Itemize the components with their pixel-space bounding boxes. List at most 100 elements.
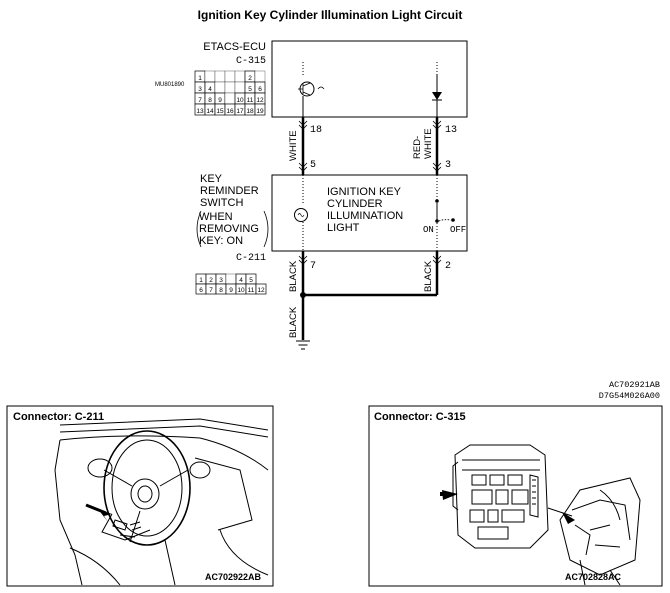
c315-pin-number: 9 [218, 97, 222, 104]
etacs-part-code: MU801890 [155, 82, 185, 88]
c211-pin-number: 2 [209, 277, 213, 284]
connector-chevron [298, 120, 308, 130]
c315-pin-number: 2 [248, 75, 252, 82]
c211-pin-number: 8 [219, 287, 223, 294]
diagram-title: Ignition Key Cylinder Illumination Light… [198, 8, 463, 22]
wire-color-label: WHITE [423, 128, 434, 159]
switch-contact [435, 199, 439, 203]
c315-pin-cell [234, 70, 246, 83]
switch-label-line: REMINDER [200, 185, 259, 197]
switch-note-line: REMOVING [199, 223, 259, 235]
connector-c315-title: Connector: C-315 [374, 411, 466, 423]
c315-pin-cell [214, 70, 226, 83]
c315-pin-cell [224, 81, 236, 94]
switch-label-line: SWITCH [200, 197, 243, 209]
switch-on-label: ON [423, 225, 434, 235]
c315-pin-number: 18 [246, 108, 254, 115]
connector-chevron [432, 162, 442, 172]
location-arrow-icon [562, 512, 575, 524]
c211-pin-number: 9 [229, 287, 233, 294]
pin-label: 5 [310, 160, 316, 171]
panel-figure-code: AC702828AC [565, 572, 622, 582]
switch-off-arc [438, 219, 452, 222]
c211-pin-number: 12 [257, 287, 265, 294]
etacs-ecu-label: ETACS-ECU [203, 41, 266, 53]
pin-label: 13 [445, 125, 457, 136]
c315-pin-cell [254, 103, 266, 116]
pin-label: 18 [310, 125, 322, 136]
c315-pin-number: 12 [256, 97, 264, 104]
etacs-ecu-illustration [452, 444, 641, 586]
c315-pin-number: 3 [198, 86, 202, 93]
wire-color-label: BLACK [288, 260, 299, 292]
pin-label: 2 [445, 261, 451, 272]
switch-note-line: KEY: ON [199, 235, 243, 247]
light-label-line: IGNITION KEY [327, 186, 402, 198]
c211-pin-number: 6 [199, 287, 203, 294]
connector-chevron [298, 162, 308, 172]
connector-chevron [298, 255, 308, 265]
c315-pin-number: 17 [236, 108, 244, 115]
c315-pin-number: 11 [247, 97, 254, 104]
c211-pin-cell [225, 273, 237, 285]
connector-chevron [432, 120, 442, 130]
c315-pin-number: 7 [198, 97, 202, 104]
c315-pin-cell [234, 81, 246, 94]
c211-pin-number: 7 [209, 287, 213, 294]
light-label-line: LIGHT [327, 222, 360, 234]
connector-c211-panel [6, 405, 274, 587]
c315-pin-cell [224, 70, 236, 83]
wire-color-label: RED- [412, 136, 423, 159]
note-bracket-left [196, 210, 202, 248]
c315-pin-number: 15 [216, 108, 224, 115]
note-bracket-right [263, 210, 269, 248]
c315-pin-cell [204, 70, 216, 83]
wire-color-label: WHITE [288, 130, 299, 161]
pin-label: 7 [310, 261, 316, 272]
c315-pin-cell [224, 92, 236, 105]
switch-label-line: KEY [200, 173, 223, 185]
c315-pin-number: 6 [258, 86, 262, 93]
location-arrow-icon [85, 503, 107, 515]
c315-pin-number: 13 [196, 108, 204, 115]
light-label-line: CYLINDER [327, 198, 383, 210]
figure-code: AC702921AB [609, 380, 660, 390]
light-label-line: ILLUMINATION [327, 210, 403, 222]
wire-color-label: BLACK [288, 306, 299, 338]
c211-pin-number: 11 [248, 287, 255, 294]
pin-label: 3 [445, 160, 451, 171]
c315-pin-number: 8 [208, 97, 212, 104]
c211-pin-number: 5 [249, 277, 253, 284]
c315-pin-number: 14 [206, 108, 214, 115]
switch-note-line: WHEN [199, 211, 233, 223]
connector-chevron [432, 255, 442, 265]
c315-pin-cell [214, 81, 226, 94]
c211-pin-number: 10 [237, 287, 245, 294]
lamp-filament-icon [297, 213, 305, 217]
switch-off-label: OFF [450, 225, 466, 235]
switch-connector-label: C-211 [236, 253, 266, 264]
c211-pin-number: 1 [199, 277, 203, 284]
c211-pin-cell [255, 283, 267, 295]
switch-contact [435, 219, 439, 223]
transistor-leads-icon [298, 82, 311, 96]
connector-c211-title: Connector: C-211 [13, 411, 104, 423]
switch-contact [451, 218, 455, 222]
c211-pin-number: 3 [219, 277, 223, 284]
c315-pin-cell [254, 70, 266, 83]
c315-pin-number: 4 [208, 86, 212, 93]
panel-figure-code: AC702922AB [205, 572, 262, 582]
wire-color-label: BLACK [423, 260, 434, 292]
switch-box [271, 174, 468, 252]
c315-pin-number: 5 [248, 86, 252, 93]
lamp-icon [294, 208, 308, 222]
c315-pin-number: 16 [226, 108, 234, 115]
etacs-ecu-box [271, 40, 468, 118]
etacs-connector-label: C-315 [236, 56, 266, 67]
c315-pin-number: 10 [236, 97, 244, 104]
figure-code: D7G54M026A00 [599, 391, 660, 401]
transistor-tail-icon [317, 86, 325, 90]
